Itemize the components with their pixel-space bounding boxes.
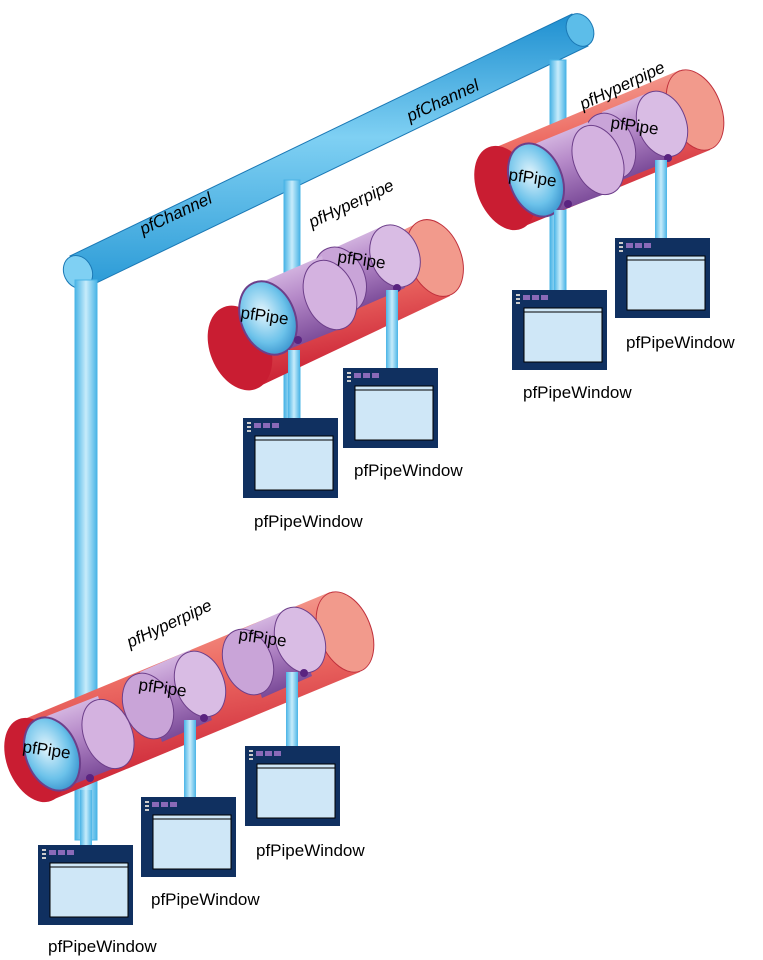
hyperpipe-1-label: pfHyperpipe (305, 176, 397, 232)
hyperpipe-3-drop-1 (80, 790, 92, 845)
hyperpipe-3-drop-2 (184, 720, 196, 800)
hyperpipe-2-drop-1 (554, 210, 566, 295)
hyperpipe-2 (474, 69, 725, 231)
window-icon-h3-2 (141, 797, 236, 877)
channel-tube (62, 13, 595, 289)
hyperpipe-3-window-2-label: pfPipeWindow (151, 890, 260, 909)
hyperpipe-3-drop-3 (286, 672, 298, 752)
window-icon-h2-2 (615, 238, 710, 318)
hyperpipe-3-window-1-label: pfPipeWindow (48, 937, 157, 956)
window-icon-h3-3 (245, 746, 340, 826)
window-icon-h1-2 (343, 368, 438, 448)
hyperpipe-1-drop-1 (288, 350, 300, 420)
window-icon-h3-1 (38, 845, 133, 925)
window-icon-h2-1 (512, 290, 607, 370)
hyperpipe-2-drop-2 (655, 160, 667, 238)
hyperpipe-3-label: pfHyperpipe (123, 596, 215, 652)
hyperpipe-3-window-3-label: pfPipeWindow (256, 841, 365, 860)
hyperpipe-2-window-2-label: pfPipeWindow (626, 333, 735, 352)
hyperpipe-1-window-2-label: pfPipeWindow (354, 461, 463, 480)
hyperpipe-1-drop-2 (386, 290, 398, 370)
hyperpipe-1-window-1-label: pfPipeWindow (254, 512, 363, 531)
hyperpipe-2-window-1-label: pfPipeWindow (523, 383, 632, 402)
hyperpipe-3 (4, 591, 375, 803)
window-icon-h1-1 (243, 418, 338, 498)
